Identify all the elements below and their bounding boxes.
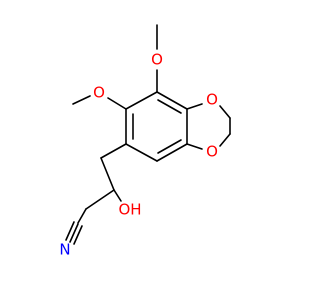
bond-methyl-left (72, 95, 91, 105)
ring-bond-3-inner (157, 139, 182, 154)
molecule-diagram: O O O O OH N (59, 24, 231, 259)
atom-o-dioxole-upper: O (206, 91, 218, 109)
triple-bond-a (65, 221, 75, 241)
ring-bond-4 (125, 143, 158, 162)
triple-bond-c (73, 225, 83, 245)
bond-o-left-ring (107, 97, 127, 110)
structure-svg: O O O O OH N (59, 24, 231, 259)
triple-bond-b (69, 223, 79, 243)
bond-ch2-choh (100, 157, 115, 191)
bond-o-upper-ch2 (219, 105, 231, 119)
bond-ring-o-upper (186, 103, 203, 110)
atom-oh: OH (118, 201, 141, 219)
ring-bond-1-inner (157, 99, 182, 114)
atom-n: N (59, 241, 70, 259)
bond-choh-ch2 (85, 189, 115, 210)
bonds (65, 24, 231, 245)
bond-ch2-o-lower (219, 133, 231, 147)
ring-bond-1 (156, 91, 188, 110)
ring-bond-6 (125, 91, 158, 110)
bond-ring-ch2 (100, 143, 127, 159)
bond-ch2-cn (77, 208, 87, 224)
atom-o-dioxole-lower: O (206, 143, 218, 161)
atom-labels: O O O O OH N (59, 51, 218, 259)
bond-o-lower-ring (186, 143, 203, 150)
atom-o-methoxy-top: O (151, 51, 163, 69)
ring-bond-3 (156, 143, 188, 162)
atom-o-methoxy-left: O (93, 84, 105, 102)
bond-choh-oh (113, 189, 122, 202)
